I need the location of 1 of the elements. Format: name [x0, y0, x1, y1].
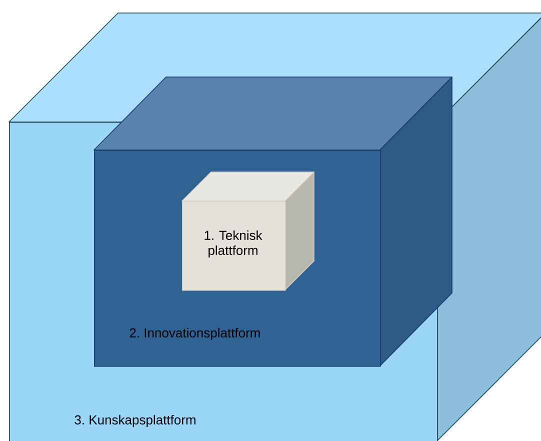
cube: 1. Teknisk plattform	[182, 172, 314, 291]
